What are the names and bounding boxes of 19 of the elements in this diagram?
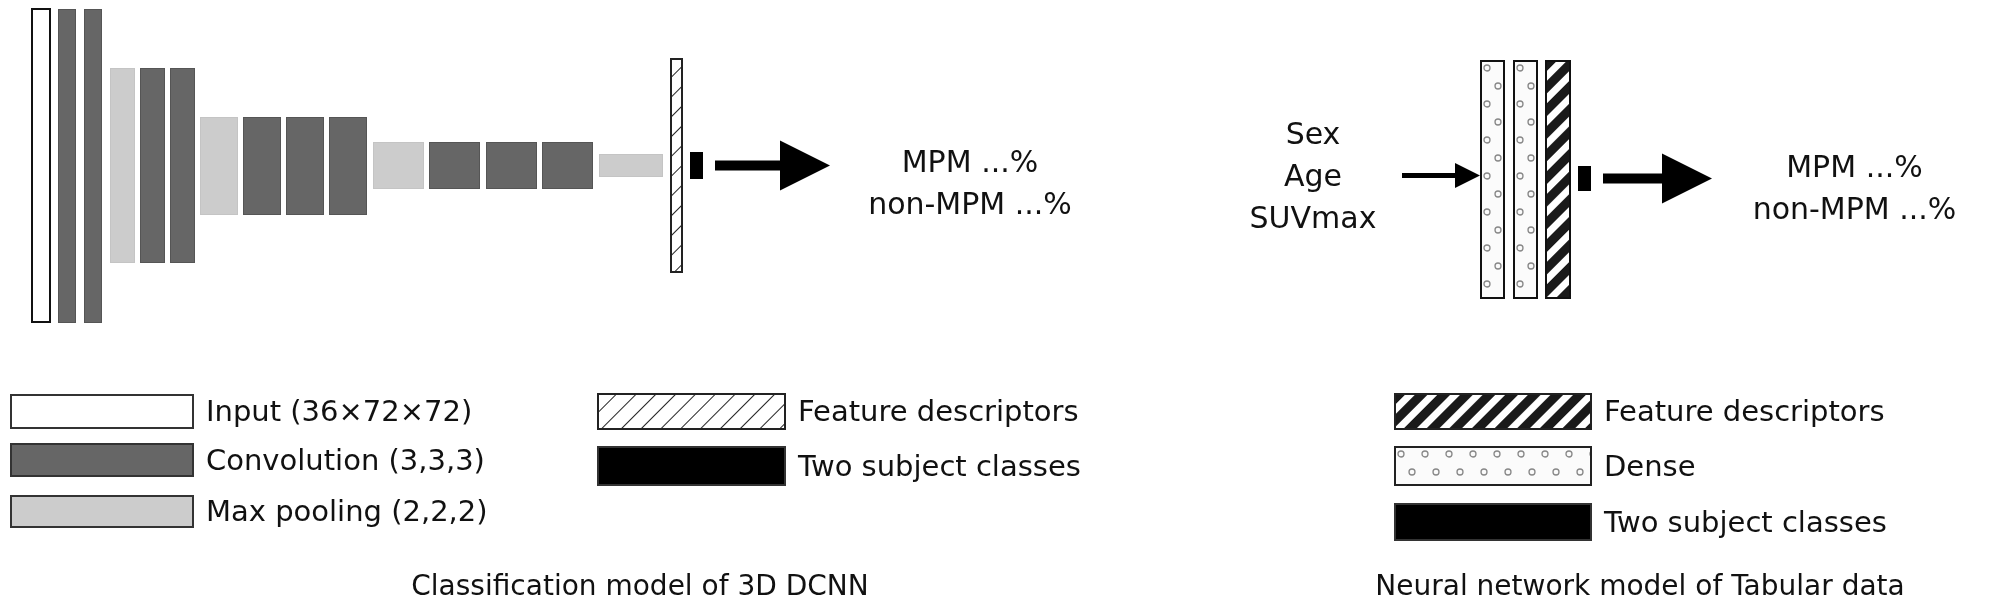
legend-text: Dense: [1604, 447, 1696, 485]
node-text: non-MPM ...%: [868, 184, 1072, 223]
legend-text: Max pooling (2,2,2): [206, 495, 488, 528]
panel-caption: Neural network model of Tabular data: [1375, 568, 1905, 604]
arrow: [1603, 153, 1712, 204]
panel-caption: Classification model of 3D DCNN: [411, 568, 869, 604]
node-text: non-MPM ...%: [1752, 189, 1957, 228]
legend-text: Two subject classes: [1604, 503, 1887, 541]
legend-text: Feature descriptors: [798, 393, 1079, 430]
legend-text: Convolution (3,3,3): [206, 443, 485, 477]
legend-text: Feature descriptors: [1604, 393, 1885, 430]
node-text: Sex: [1285, 114, 1341, 153]
arrow: [1402, 163, 1480, 188]
legend-text: Two subject classes: [798, 447, 1081, 485]
node-text: MPM ...%: [1786, 147, 1923, 186]
legend-text: Input (36×72×72): [206, 394, 473, 429]
node-text: Age: [1284, 156, 1342, 195]
node-text: SUVmax: [1249, 198, 1377, 237]
node-text: MPM ...%: [901, 142, 1039, 181]
